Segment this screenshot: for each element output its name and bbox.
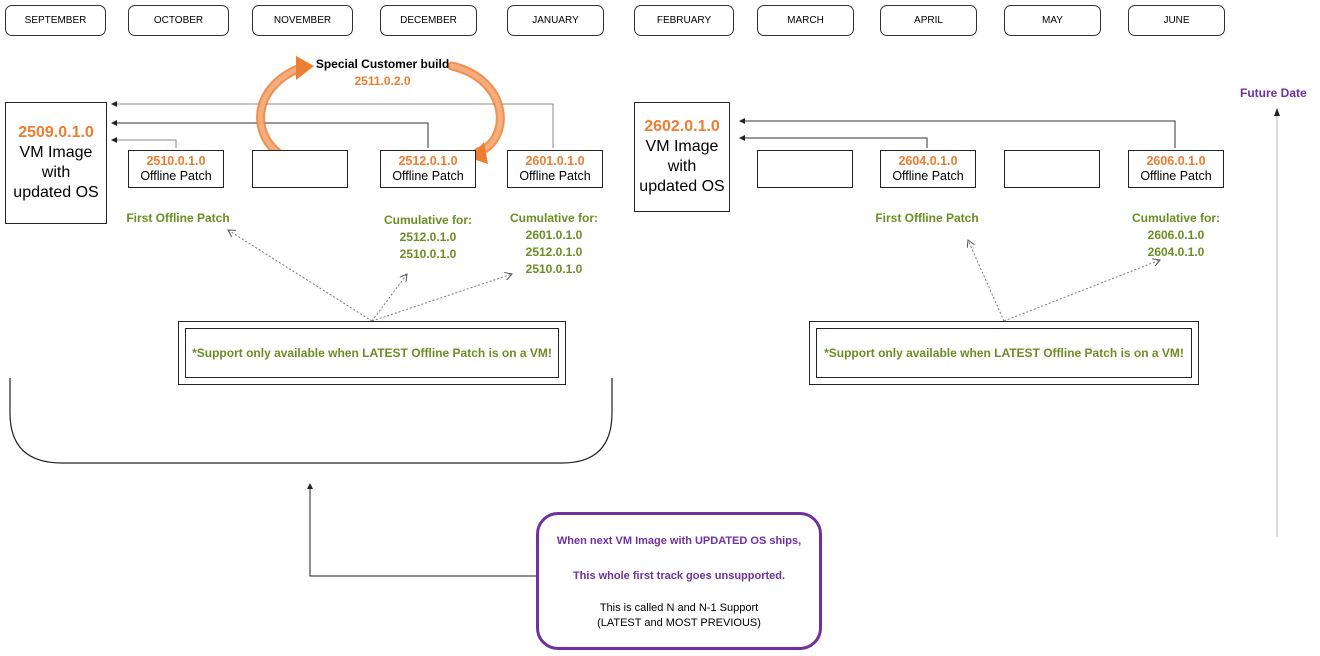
special-build-title: Special Customer build bbox=[315, 57, 450, 71]
support-note-text: *Support only available when LATEST Offl… bbox=[816, 328, 1192, 378]
patch-label: Offline Patch bbox=[392, 169, 464, 183]
cumulative-item: 2510.0.1.0 bbox=[399, 247, 457, 261]
special-build-label: Special Customer build 2511.0.2.0 bbox=[300, 56, 465, 90]
patch-version: 2606.0.1.0 bbox=[1146, 154, 1206, 168]
offline-patch-box: 2512.0.1.0 Offline Patch bbox=[380, 150, 476, 188]
patch-label: Offline Patch bbox=[140, 169, 212, 183]
patch-version: 2510.0.1.0 bbox=[146, 154, 206, 168]
vm-image-version: 2602.0.1.0 bbox=[644, 118, 720, 135]
cumulative-item: 2510.0.1.0 bbox=[525, 262, 583, 276]
month-label: FEBRUARY bbox=[634, 5, 734, 36]
support-note-text: *Support only available when LATEST Offl… bbox=[185, 328, 559, 378]
vm-image-label: with bbox=[667, 158, 697, 175]
cumulative-item: 2512.0.1.0 bbox=[399, 230, 457, 244]
callout-line: When next VM Image with UPDATED OS ships… bbox=[556, 535, 802, 547]
patch-label: Offline Patch bbox=[1140, 169, 1212, 183]
future-date-label: Future Date bbox=[1240, 86, 1307, 100]
month-label: SEPTEMBER bbox=[5, 5, 106, 36]
month-label: JANUARY bbox=[507, 5, 604, 36]
n-minus-1-callout: When next VM Image with UPDATED OS ships… bbox=[536, 512, 822, 650]
patch-version: 2601.0.1.0 bbox=[525, 154, 585, 168]
callout-line: This is called N and N-1 Support bbox=[599, 602, 759, 614]
offline-patch-box: 2604.0.1.0 Offline Patch bbox=[880, 150, 976, 188]
vm-image-label: updated OS bbox=[639, 178, 725, 195]
offline-patch-box: 2510.0.1.0 Offline Patch bbox=[128, 150, 224, 188]
first-offline-patch-label: First Offline Patch bbox=[126, 211, 230, 225]
vm-image-label: VM Image bbox=[645, 138, 719, 155]
cumulative-title: Cumulative for: bbox=[1131, 211, 1220, 225]
special-build-version: 2511.0.2.0 bbox=[354, 74, 411, 88]
cumulative-item: 2601.0.1.0 bbox=[525, 228, 583, 242]
month-label: OCTOBER bbox=[128, 5, 229, 36]
month-label: MAY bbox=[1004, 5, 1101, 36]
month-label: MARCH bbox=[757, 5, 854, 36]
cumulative-title: Cumulative for: bbox=[383, 213, 472, 227]
patch-label: Offline Patch bbox=[892, 169, 964, 183]
offline-patch-box: 2601.0.1.0 Offline Patch bbox=[507, 150, 603, 188]
vm-image-version: 2509.0.1.0 bbox=[18, 124, 94, 141]
support-note-box: *Support only available when LATEST Offl… bbox=[178, 321, 566, 385]
month-label: DECEMBER bbox=[380, 5, 477, 36]
cumulative-note: Cumulative for: 2601.0.1.0 2512.0.1.0 25… bbox=[494, 210, 614, 278]
empty-patch-box bbox=[1004, 150, 1100, 188]
cumulative-note: Cumulative for: 2512.0.1.0 2510.0.1.0 bbox=[368, 212, 488, 263]
vm-image-label: with bbox=[41, 164, 71, 181]
vm-image-box: 2602.0.1.0 VM Image with updated OS bbox=[634, 102, 730, 212]
offline-patch-box: 2606.0.1.0 Offline Patch bbox=[1128, 150, 1224, 188]
empty-patch-box bbox=[757, 150, 853, 188]
callout-line: (LATEST and MOST PREVIOUS) bbox=[597, 617, 761, 629]
cumulative-note: Cumulative for: 2606.0.1.0 2604.0.1.0 bbox=[1116, 210, 1236, 261]
empty-patch-box bbox=[252, 150, 348, 188]
vm-image-label: updated OS bbox=[13, 184, 99, 201]
support-note-box: *Support only available when LATEST Offl… bbox=[809, 321, 1199, 385]
month-label: JUNE bbox=[1128, 5, 1225, 36]
cumulative-item: 2606.0.1.0 bbox=[1147, 228, 1205, 242]
first-offline-patch-label: First Offline Patch bbox=[875, 211, 979, 225]
month-label: APRIL bbox=[880, 5, 977, 36]
vm-image-box: 2509.0.1.0 VM Image with updated OS bbox=[5, 102, 107, 224]
patch-version: 2604.0.1.0 bbox=[898, 154, 958, 168]
cumulative-item: 2512.0.1.0 bbox=[525, 245, 583, 259]
patch-version: 2512.0.1.0 bbox=[398, 154, 458, 168]
cumulative-title: Cumulative for: bbox=[509, 211, 598, 225]
callout-line: This whole first track goes unsupported. bbox=[572, 570, 786, 582]
patch-label: Offline Patch bbox=[519, 169, 591, 183]
vm-image-label: VM Image bbox=[19, 144, 93, 161]
month-label: NOVEMBER bbox=[252, 5, 353, 36]
cumulative-item: 2604.0.1.0 bbox=[1147, 245, 1205, 259]
